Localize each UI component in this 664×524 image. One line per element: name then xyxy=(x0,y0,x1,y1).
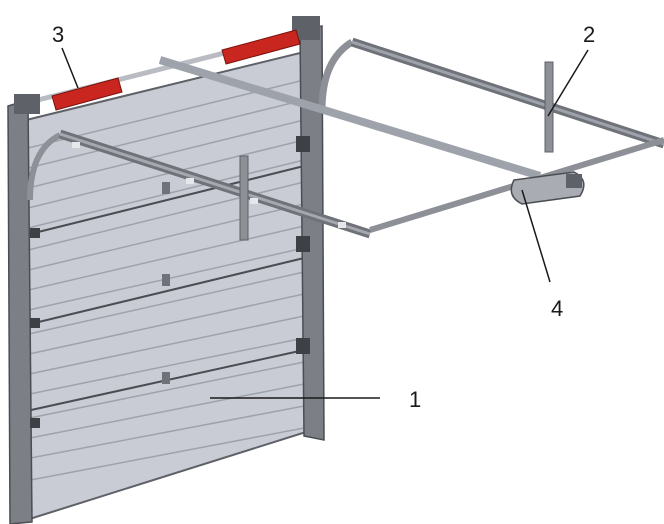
callout-4: 4 xyxy=(551,296,564,321)
leader-2 xyxy=(547,49,589,117)
torsion-springs xyxy=(51,29,301,111)
leader-lines xyxy=(61,47,589,399)
operator-rail xyxy=(158,56,542,180)
callout-1: 1 xyxy=(409,387,422,412)
left-frame xyxy=(7,98,62,524)
callout-3: 3 xyxy=(52,22,65,47)
hinges xyxy=(162,182,170,384)
leader-4 xyxy=(521,189,551,283)
drive-unit xyxy=(510,171,585,205)
horizontal-track-left xyxy=(58,129,372,241)
right-frame xyxy=(296,25,354,441)
door-leaf xyxy=(16,50,308,524)
leader-3 xyxy=(61,47,79,89)
callout-2: 2 xyxy=(583,22,596,47)
